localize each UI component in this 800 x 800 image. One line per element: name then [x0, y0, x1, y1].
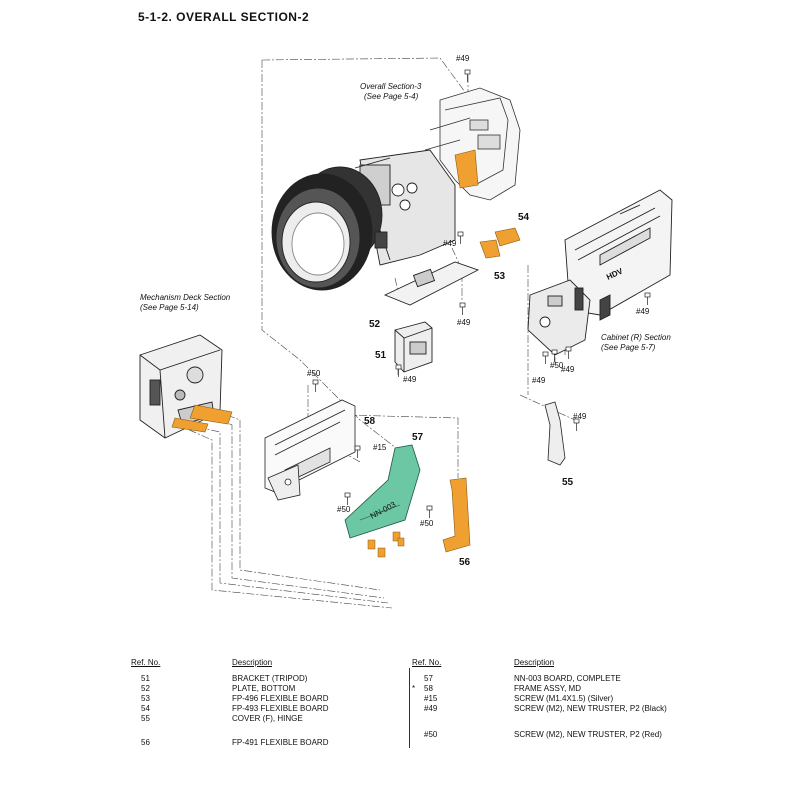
screw-label-49-c: #49 — [403, 375, 417, 384]
table-row-ref: 54 — [141, 704, 150, 713]
screws — [312, 69, 651, 518]
flex-board-53-54 — [454, 149, 521, 259]
left-ref-header: Ref. No. — [131, 658, 161, 667]
table-row-desc: SCREW (M2), NEW TRUSTER, P2 (Black) — [514, 704, 667, 713]
screw-label-15: #15 — [373, 443, 387, 452]
screw-50-c — [426, 505, 433, 518]
screw-label-50-d: #50 — [550, 361, 564, 370]
part-label-52: 52 — [369, 319, 381, 330]
table-row-ref: #50 — [424, 730, 438, 739]
lens-assembly — [271, 149, 456, 291]
flex-board-53 — [479, 239, 501, 259]
plate-bottom-52 — [383, 261, 480, 306]
table-row-desc: NN-003 BOARD, COMPLETE — [514, 674, 621, 683]
screw-49-a — [457, 231, 464, 244]
table-row-ref: #49 — [424, 704, 438, 713]
part-label-51: 51 — [375, 350, 387, 361]
overall-section-3-ref: Overall Section-3 — [360, 82, 422, 91]
screw-label-50-b: #50 — [337, 505, 351, 514]
part-label-58: 58 — [364, 416, 376, 427]
table-row-desc: FP-493 FLEXIBLE BOARD — [232, 704, 329, 713]
table-row-desc: SCREW (M1.4X1.5) (Silver) — [514, 694, 614, 703]
table-row-desc: FRAME ASSY, MD — [514, 684, 581, 693]
flex-board-upper — [454, 149, 479, 189]
cabinet-r-section — [527, 189, 673, 356]
screw-50-d — [551, 349, 558, 362]
cover-f-hinge-55 — [544, 401, 566, 466]
screw-49-e — [542, 351, 549, 364]
table-row-desc: FP-491 FLEXIBLE BOARD — [232, 738, 329, 747]
screw-label-49-e: #49 — [532, 376, 546, 385]
mech-flex-cables — [171, 404, 233, 433]
screw-label-49-f: #49 — [561, 365, 575, 374]
table-row-ref: 53 — [141, 694, 150, 703]
part-label-53: 53 — [494, 271, 506, 282]
page-title: 5-1-2. OVERALL SECTION-2 — [138, 10, 310, 24]
table-row-ref: 56 — [141, 738, 150, 747]
overall-section-3-page: (See Page 5-4) — [364, 92, 419, 101]
right-desc-header: Description — [514, 658, 555, 667]
cabinet-r-page: (See Page 5-7) — [601, 343, 656, 352]
board-connectors — [367, 531, 405, 558]
screw-49-b — [459, 302, 466, 315]
table-row-mark: * — [412, 684, 416, 693]
screw-label-49-d: #49 — [636, 307, 650, 316]
table-row-ref: 52 — [141, 684, 150, 693]
screw-49-f — [565, 346, 572, 359]
part-label-57: 57 — [412, 432, 424, 443]
screw-50-a — [312, 379, 319, 392]
table-row-desc: FP-496 FLEXIBLE BOARD — [232, 694, 329, 703]
table-divider — [409, 668, 410, 748]
screw-49-g — [573, 418, 580, 431]
bracket-tripod-51 — [394, 321, 433, 373]
screw-label-50-a: #50 — [307, 369, 321, 378]
mechanism-deck-ref: Mechanism Deck Section — [140, 293, 231, 302]
table-row-ref: 55 — [141, 714, 150, 723]
fp-491-flex-56 — [442, 477, 471, 553]
screw-49-c — [395, 364, 402, 377]
cabinet-r-ref: Cabinet (R) Section — [601, 333, 671, 342]
screw-label-top: #49 — [456, 54, 470, 63]
screw-top — [464, 69, 471, 82]
part-label-56: 56 — [459, 557, 471, 568]
screw-label-49-g: #49 — [573, 412, 587, 421]
table-row-desc: SCREW (M2), NEW TRUSTER, P2 (Red) — [514, 730, 662, 739]
frame-assy-md-58 — [264, 399, 356, 501]
table-row-desc: PLATE, BOTTOM — [232, 684, 296, 693]
part-label-55: 55 — [562, 477, 574, 488]
screw-label-49-a: #49 — [443, 239, 457, 248]
table-row-ref: 58 — [424, 684, 433, 693]
table-row-ref: 51 — [141, 674, 150, 683]
screw-49-d — [644, 292, 651, 305]
nn-003-board-57 — [344, 444, 421, 539]
left-desc-header: Description — [232, 658, 273, 667]
table-row-desc: COVER (F), HINGE — [232, 714, 303, 723]
right-ref-header: Ref. No. — [412, 658, 442, 667]
screw-label-50-c: #50 — [420, 519, 434, 528]
table-row-desc: BRACKET (TRIPOD) — [232, 674, 308, 683]
flex-board-54 — [494, 227, 521, 247]
screw-50-b — [344, 492, 351, 505]
mechanism-deck-page: (See Page 5-14) — [140, 303, 199, 312]
screw-label-49-b: #49 — [457, 318, 471, 327]
screw-15 — [354, 445, 361, 458]
part-label-54: 54 — [518, 212, 530, 223]
table-row-ref: #15 — [424, 694, 438, 703]
table-row-ref: 57 — [424, 674, 433, 683]
